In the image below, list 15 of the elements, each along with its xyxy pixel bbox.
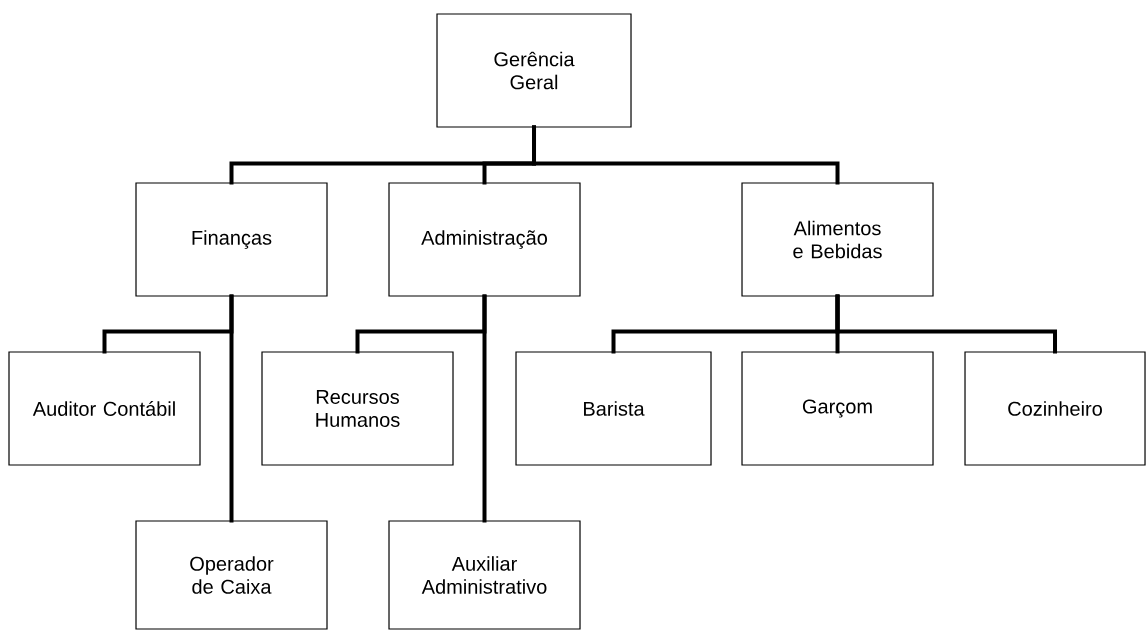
org-box: Garçom xyxy=(741,351,934,466)
connector-line xyxy=(532,125,840,185)
org-box: Operador de Caixa xyxy=(135,520,328,630)
org-box: Barista xyxy=(515,351,712,466)
org-box: Alimentos e Bebidas xyxy=(741,182,934,297)
org-box: Finanças xyxy=(135,182,328,297)
org-box: Cozinheiro xyxy=(964,351,1146,466)
connector-line xyxy=(835,294,1057,354)
org-box: Auxiliar Administrativo xyxy=(388,520,581,630)
org-box: Administração xyxy=(388,182,581,297)
connector-line xyxy=(482,294,487,523)
org-box: Auditor Contábil xyxy=(8,351,201,466)
connector-line xyxy=(229,294,234,523)
org-box: Gerência Geral xyxy=(436,13,632,128)
org-box: Recursos Humanos xyxy=(261,351,454,466)
